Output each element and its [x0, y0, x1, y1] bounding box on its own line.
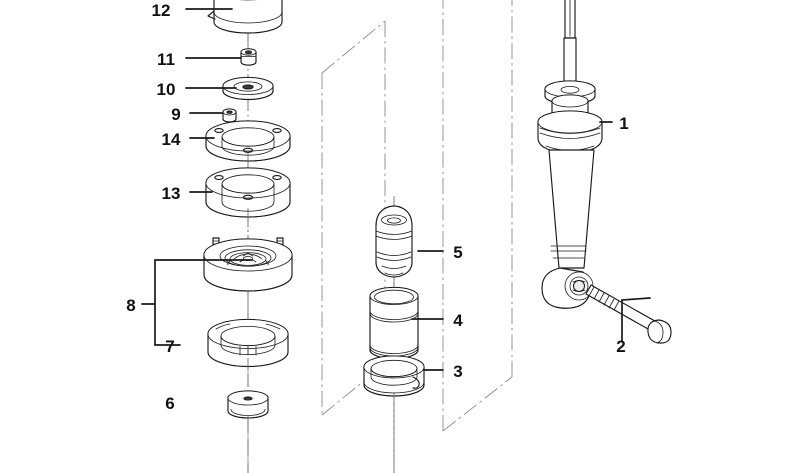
- callout-4: 4: [453, 311, 463, 330]
- callout-8: 8: [126, 296, 135, 315]
- bolt-threads: [588, 286, 620, 311]
- callout-10: 10: [157, 80, 176, 99]
- callout-8-bracket: [154, 259, 253, 346]
- callout-11: 11: [157, 50, 175, 69]
- part-protective-cap: [207, 0, 283, 34]
- part-nut: [222, 108, 237, 123]
- callout-14: 14: [162, 130, 181, 149]
- part-protection-tube: [369, 286, 419, 360]
- part-upper-support-plate: [205, 120, 291, 162]
- group-boundary-right: [442, 0, 513, 432]
- callout-leaders: [141, 8, 651, 371]
- callout-6: 6: [165, 394, 174, 413]
- callout-13: 13: [162, 184, 181, 203]
- part-self-locking-nut: [240, 48, 257, 66]
- part-supporting-ring: [363, 355, 425, 397]
- shock-upper-mount: [537, 80, 603, 154]
- part-rear-shock-absorber: [537, 0, 603, 309]
- part-spacer-ring: [205, 167, 291, 218]
- callout-3: 3: [453, 362, 462, 381]
- callout-1: 1: [619, 114, 628, 133]
- callout-9: 9: [171, 105, 180, 124]
- part-stop-buffer: [227, 390, 269, 419]
- leader-2: [621, 297, 651, 342]
- part-additional-damper: [375, 205, 413, 278]
- callout-5: 5: [453, 243, 462, 262]
- callout-2: 2: [616, 337, 625, 356]
- part-support-bearing: [203, 237, 293, 292]
- callout-7: 7: [165, 337, 174, 356]
- callout-numbers: 12 11 10 9 14 13 8 7 6 5 4 3 1 2: [126, 1, 628, 413]
- callout-12: 12: [152, 1, 171, 20]
- part-washer: [222, 76, 274, 101]
- part-hex-bolt: [585, 284, 672, 344]
